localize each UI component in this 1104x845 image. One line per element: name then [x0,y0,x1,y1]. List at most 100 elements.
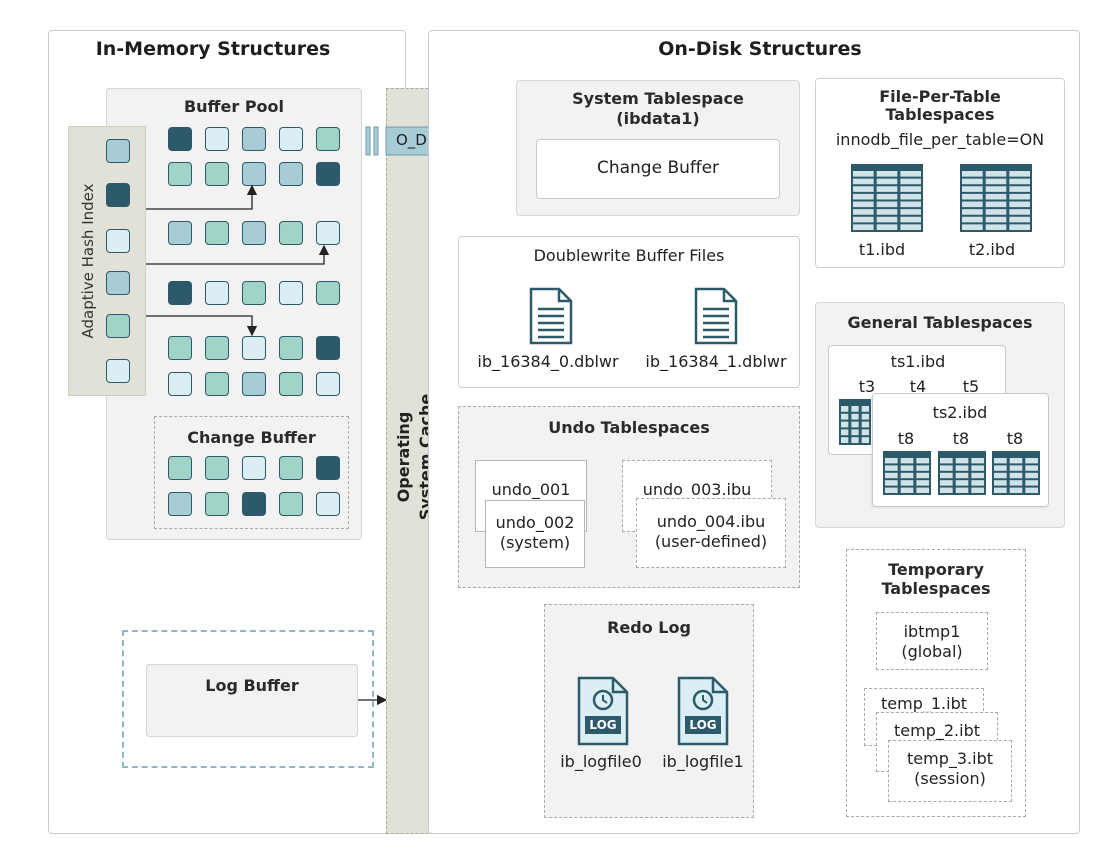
buffer-page [316,372,340,396]
doublewrite-title: Doublewrite Buffer Files [533,246,725,265]
buffer-page [205,336,229,360]
temp-2-label: temp_2.ibt [894,721,980,740]
buffer-page [168,372,192,396]
buffer-page [242,221,266,245]
os-cache-label-line1: Operating [394,411,413,503]
buffer-page [242,127,266,151]
temp-3-name: temp_3.ibt [907,749,993,768]
undo-002-type: (system) [499,533,571,552]
buffer-page [316,221,340,245]
ibtmp1-scope: (global) [901,642,963,661]
buffer-page [168,492,192,516]
in-memory-title: In-Memory Structures [95,38,331,60]
adaptive-hash-index [68,126,146,396]
hash-index-entry [106,139,130,163]
doublewrite-buffer [458,236,800,388]
buffer-page [279,372,303,396]
buffer-page [205,162,229,186]
buffer-page [168,221,192,245]
logfile1-badge: LOG [689,718,717,732]
change-buffer-memory [154,416,349,529]
buffer-page [242,372,266,396]
undo-002-box [485,500,585,568]
buffer-page [168,336,192,360]
logfile1-label: ib_logfile1 [662,752,744,771]
logfile0-label: ib_logfile0 [560,752,642,771]
buffer-page [316,281,340,305]
temp-3-scope: (session) [914,769,986,788]
ts2-table-0: t8 [897,429,915,448]
undo-004-name: undo_004.ibu [656,512,766,531]
on-disk-title: On-Disk Structures [658,38,862,60]
buffer-page [205,281,229,305]
hash-index-entry [106,314,130,338]
temp-1-label: temp_1.ibt [881,694,967,713]
change-buffer-disk-label: Change Buffer [596,158,720,178]
table-icon-t2 [960,164,1032,232]
logfile0-badge: LOG [589,718,617,732]
table-icon-ts2-1 [938,451,986,495]
ts1-table-t4: t4 [909,377,927,396]
buffer-page [279,221,303,245]
temporary-tablespaces-title: Temporary Tablespaces [846,560,1026,598]
buffer-page [168,162,192,186]
system-tablespace-title: System Tablespace (ibdata1) [516,89,800,129]
buffer-page [205,372,229,396]
buffer-page [279,336,303,360]
ts1-table-t5: t5 [962,377,980,396]
hash-index-entry [106,359,130,383]
change-buffer-disk [536,139,780,199]
table-icon-t1 [851,164,923,232]
dblwr-file-icon-0 [529,287,573,349]
redo-log-title: Redo Log [607,618,691,637]
buffer-page [316,162,340,186]
hash-index-entry [106,229,130,253]
log-buffer-outer [122,630,374,768]
table-icon-ts2-0 [883,451,931,495]
temporary-title2: Tablespaces [881,579,991,598]
buffer-page [205,127,229,151]
log-buffer-title: Log Buffer [205,676,299,695]
table-icon-t3 [839,399,871,445]
buffer-page [168,456,192,480]
ibtmp1-label: ibtmp1 (global) [876,622,988,662]
temp-3-label: temp_3.ibt (session) [888,749,1012,789]
buffer-page [279,162,303,186]
file-t1-label: t1.ibd [858,240,906,259]
buffer-page [242,336,266,360]
buffer-page [168,281,192,305]
buffer-page [279,127,303,151]
file-per-table-title2: Tablespaces [885,105,995,124]
file-per-table-setting: innodb_file_per_table=ON [835,130,1045,149]
buffer-page [316,492,340,516]
dblwr-file-0-label: ib_16384_0.dblwr [477,352,619,371]
file-per-table-title: File-Per-Table Tablespaces [815,88,1065,124]
buffer-page [316,336,340,360]
buffer-page [279,281,303,305]
undo-004-type: (user-defined) [654,532,768,551]
dblwr-file-icon-1 [694,287,738,349]
buffer-page [205,456,229,480]
log-buffer [146,664,358,737]
logfile0-icon: LOG [577,676,629,746]
buffer-page [316,127,340,151]
general-tablespaces-title: General Tablespaces [847,313,1033,332]
file-per-table-title1: File-Per-Table [879,87,1001,106]
ibtmp1-box [876,612,988,670]
buffer-page [316,456,340,480]
system-tablespace-title2: (ibdata1) [616,109,700,128]
dblwr-file-1-label: ib_16384_1.dblwr [645,352,787,371]
table-icon-ts2-2 [992,451,1040,495]
file-t2-label: t2.ibd [968,240,1016,259]
hash-index-entry [106,183,130,207]
buffer-page [242,281,266,305]
undo-004-box [636,498,786,568]
undo-tablespaces-title: Undo Tablespaces [548,418,710,437]
buffer-page [279,456,303,480]
buffer-page [279,492,303,516]
buffer-page [242,456,266,480]
undo-002-name: undo_002 [495,513,575,532]
buffer-page [205,221,229,245]
ibtmp1-name: ibtmp1 [903,622,961,641]
undo-003-label: undo_003.ibu [642,480,752,499]
